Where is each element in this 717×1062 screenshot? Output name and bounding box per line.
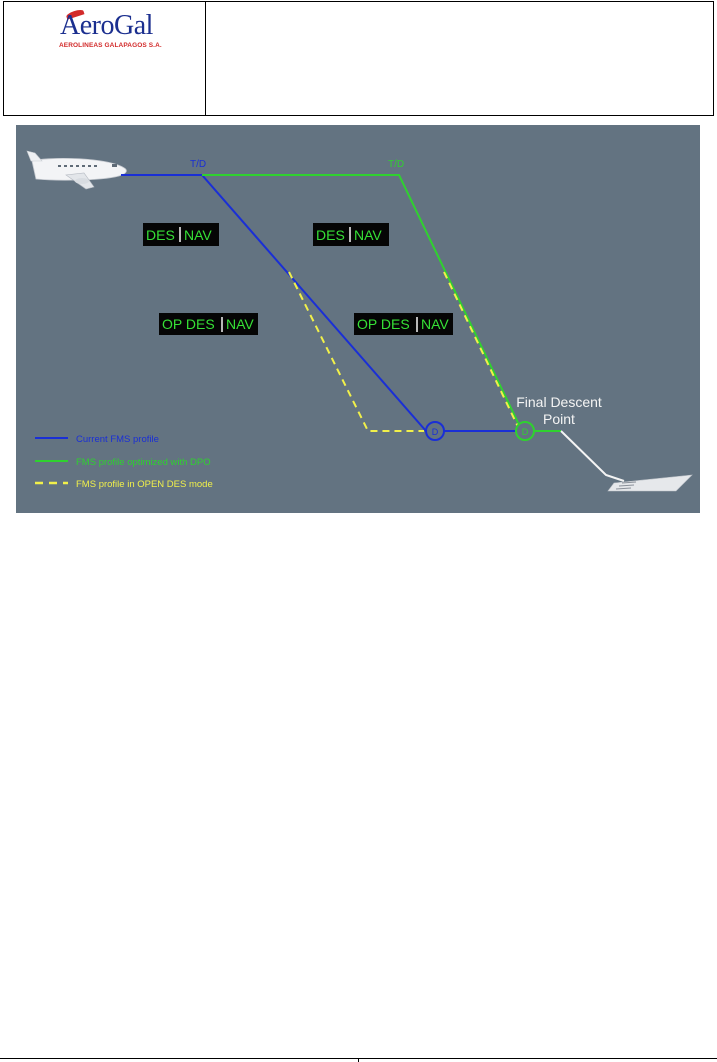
legend-label: FMS profile in OPEN DES mode (76, 479, 213, 490)
legend-label: Current FMS profile (76, 434, 159, 445)
fma-box: DES NAV (313, 223, 389, 246)
final-descent-label-line1: Final Descent (516, 394, 602, 410)
fma-box: OP DES NAV (159, 313, 258, 335)
decel-point-optimized-label: D (522, 427, 529, 437)
descent-profile-figure: T/D T/D D D Final Descent Point DES NAV … (16, 125, 700, 513)
legend-label: FMS profile optimized with DPO (76, 457, 211, 468)
company-tagline: AEROLINEAS GALAPAGOS S.A. (59, 42, 162, 49)
fma-mode-vertical: OP DES (162, 316, 215, 332)
header-info-cell (206, 2, 713, 115)
td-optimized-label: T/D (388, 159, 404, 170)
footer-rule-divider (358, 1058, 359, 1062)
decel-point-current-label: D (432, 427, 439, 437)
fma-mode-vertical: OP DES (357, 316, 410, 332)
fma-box: OP DES NAV (354, 313, 453, 335)
fma-mode-lateral: NAV (184, 227, 212, 243)
logo-cell: AeroGal AEROLINEAS GALAPAGOS S.A. (4, 2, 206, 115)
fma-mode-vertical: DES (316, 227, 345, 243)
fma-mode-vertical: DES (146, 227, 175, 243)
fma-mode-lateral: NAV (226, 316, 254, 332)
fma-mode-lateral: NAV (354, 227, 382, 243)
fma-mode-lateral: NAV (421, 316, 449, 332)
document-header-table: AeroGal AEROLINEAS GALAPAGOS S.A. (3, 1, 714, 116)
final-descent-label-line2: Point (543, 411, 575, 427)
fma-box: DES NAV (143, 223, 219, 246)
td-current-label: T/D (190, 159, 206, 170)
company-logo: AeroGal (60, 12, 153, 40)
